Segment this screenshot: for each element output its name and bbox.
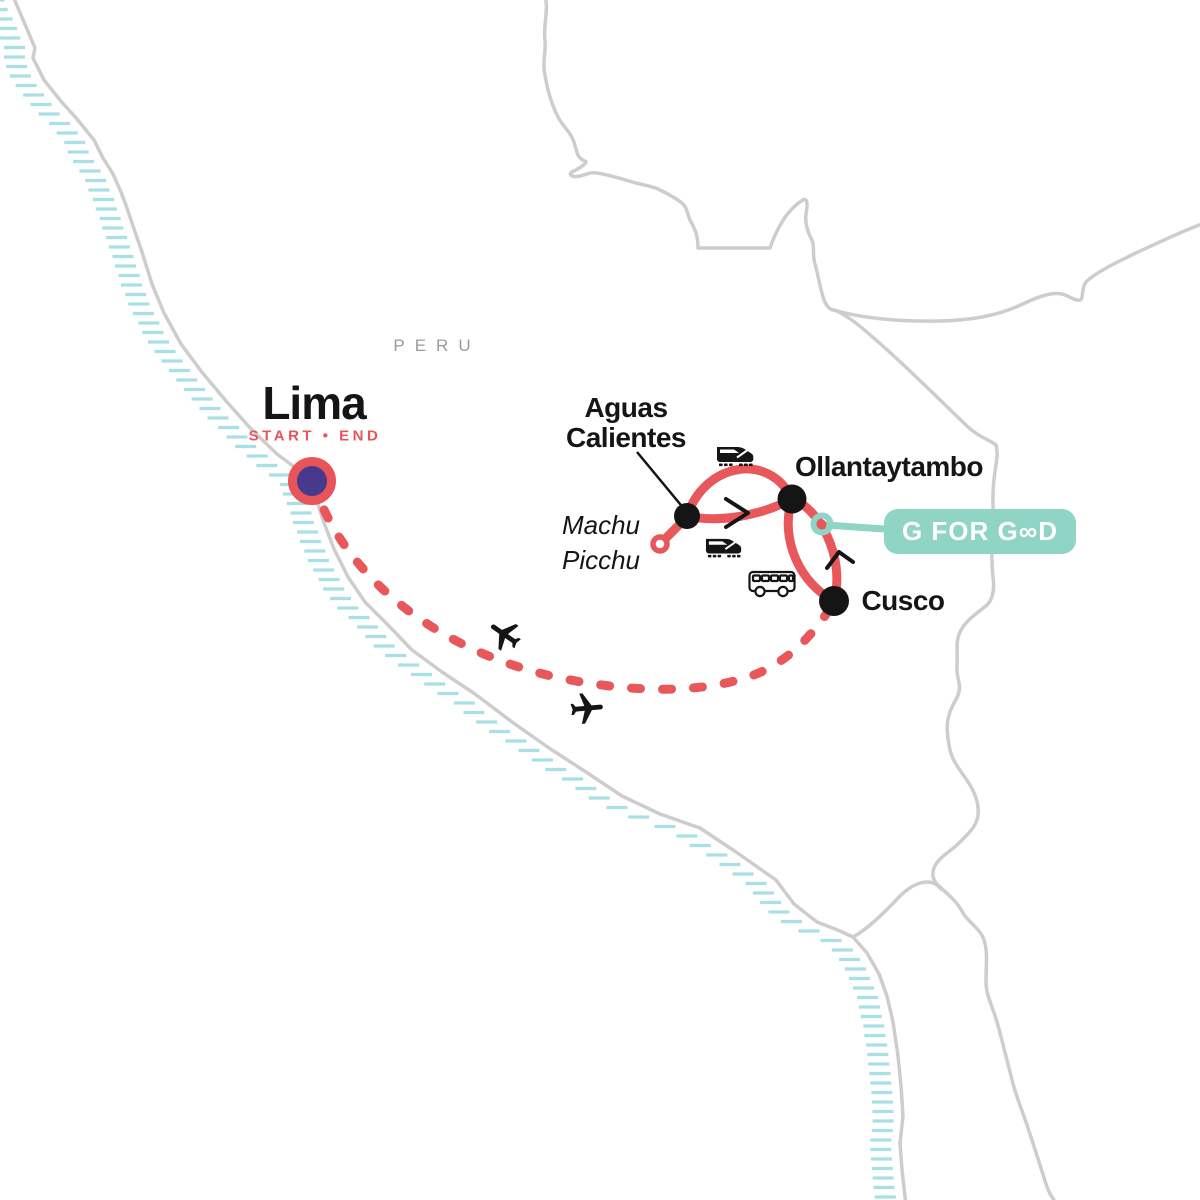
direction-chevrons [724, 497, 855, 570]
train-icon [705, 538, 742, 558]
aguas-calientes-label-line2: Calientes [566, 422, 687, 453]
country-label: PERU [393, 336, 481, 355]
airplane-icon [570, 693, 603, 724]
g-for-good-badge-label: G FOR G∞D [901, 516, 1059, 546]
start-end-marker [288, 457, 336, 505]
ollantaytambo-marker [777, 484, 807, 514]
machu-picchu-label-line1: Machu [561, 510, 641, 540]
teal-ring-marker [817, 519, 827, 529]
train-icon [717, 447, 754, 467]
flight-route-dashed [308, 476, 836, 694]
country-borders [542, 0, 1200, 1200]
machu-picchu-label: Machu Picchu [562, 508, 640, 578]
open-circle-marker [650, 534, 670, 554]
airplane-icon [490, 624, 521, 651]
cusco-marker [819, 586, 849, 616]
ocean-hatch-marks [0, 0, 896, 1199]
ollantaytambo-label: Ollantaytambo [795, 451, 983, 482]
route-aguas-ollantaytambo-upper [682, 464, 797, 521]
cusco-label: Cusco [861, 585, 945, 616]
chevron-up-icon [825, 550, 855, 570]
aguas-calientes-label-line1: Aguas [584, 392, 668, 423]
bus-icon [748, 570, 796, 598]
city-markers [674, 484, 849, 616]
aguas-calientes-label: Aguas Calientes [566, 392, 687, 453]
machu-picchu-label-line2: Picchu [561, 545, 641, 575]
coastline [12, 0, 908, 1200]
lima-start-end-tag: START • END [248, 427, 382, 445]
g-for-good-badge: G FOR G∞D [884, 509, 1076, 554]
teal-ring-marker-ring [810, 512, 834, 536]
aguas-calientes-pointer-line [636, 451, 686, 511]
chevron-right-icon [724, 497, 750, 529]
lima-label: Lima [262, 377, 366, 429]
aguas-calientes-marker [674, 503, 700, 529]
